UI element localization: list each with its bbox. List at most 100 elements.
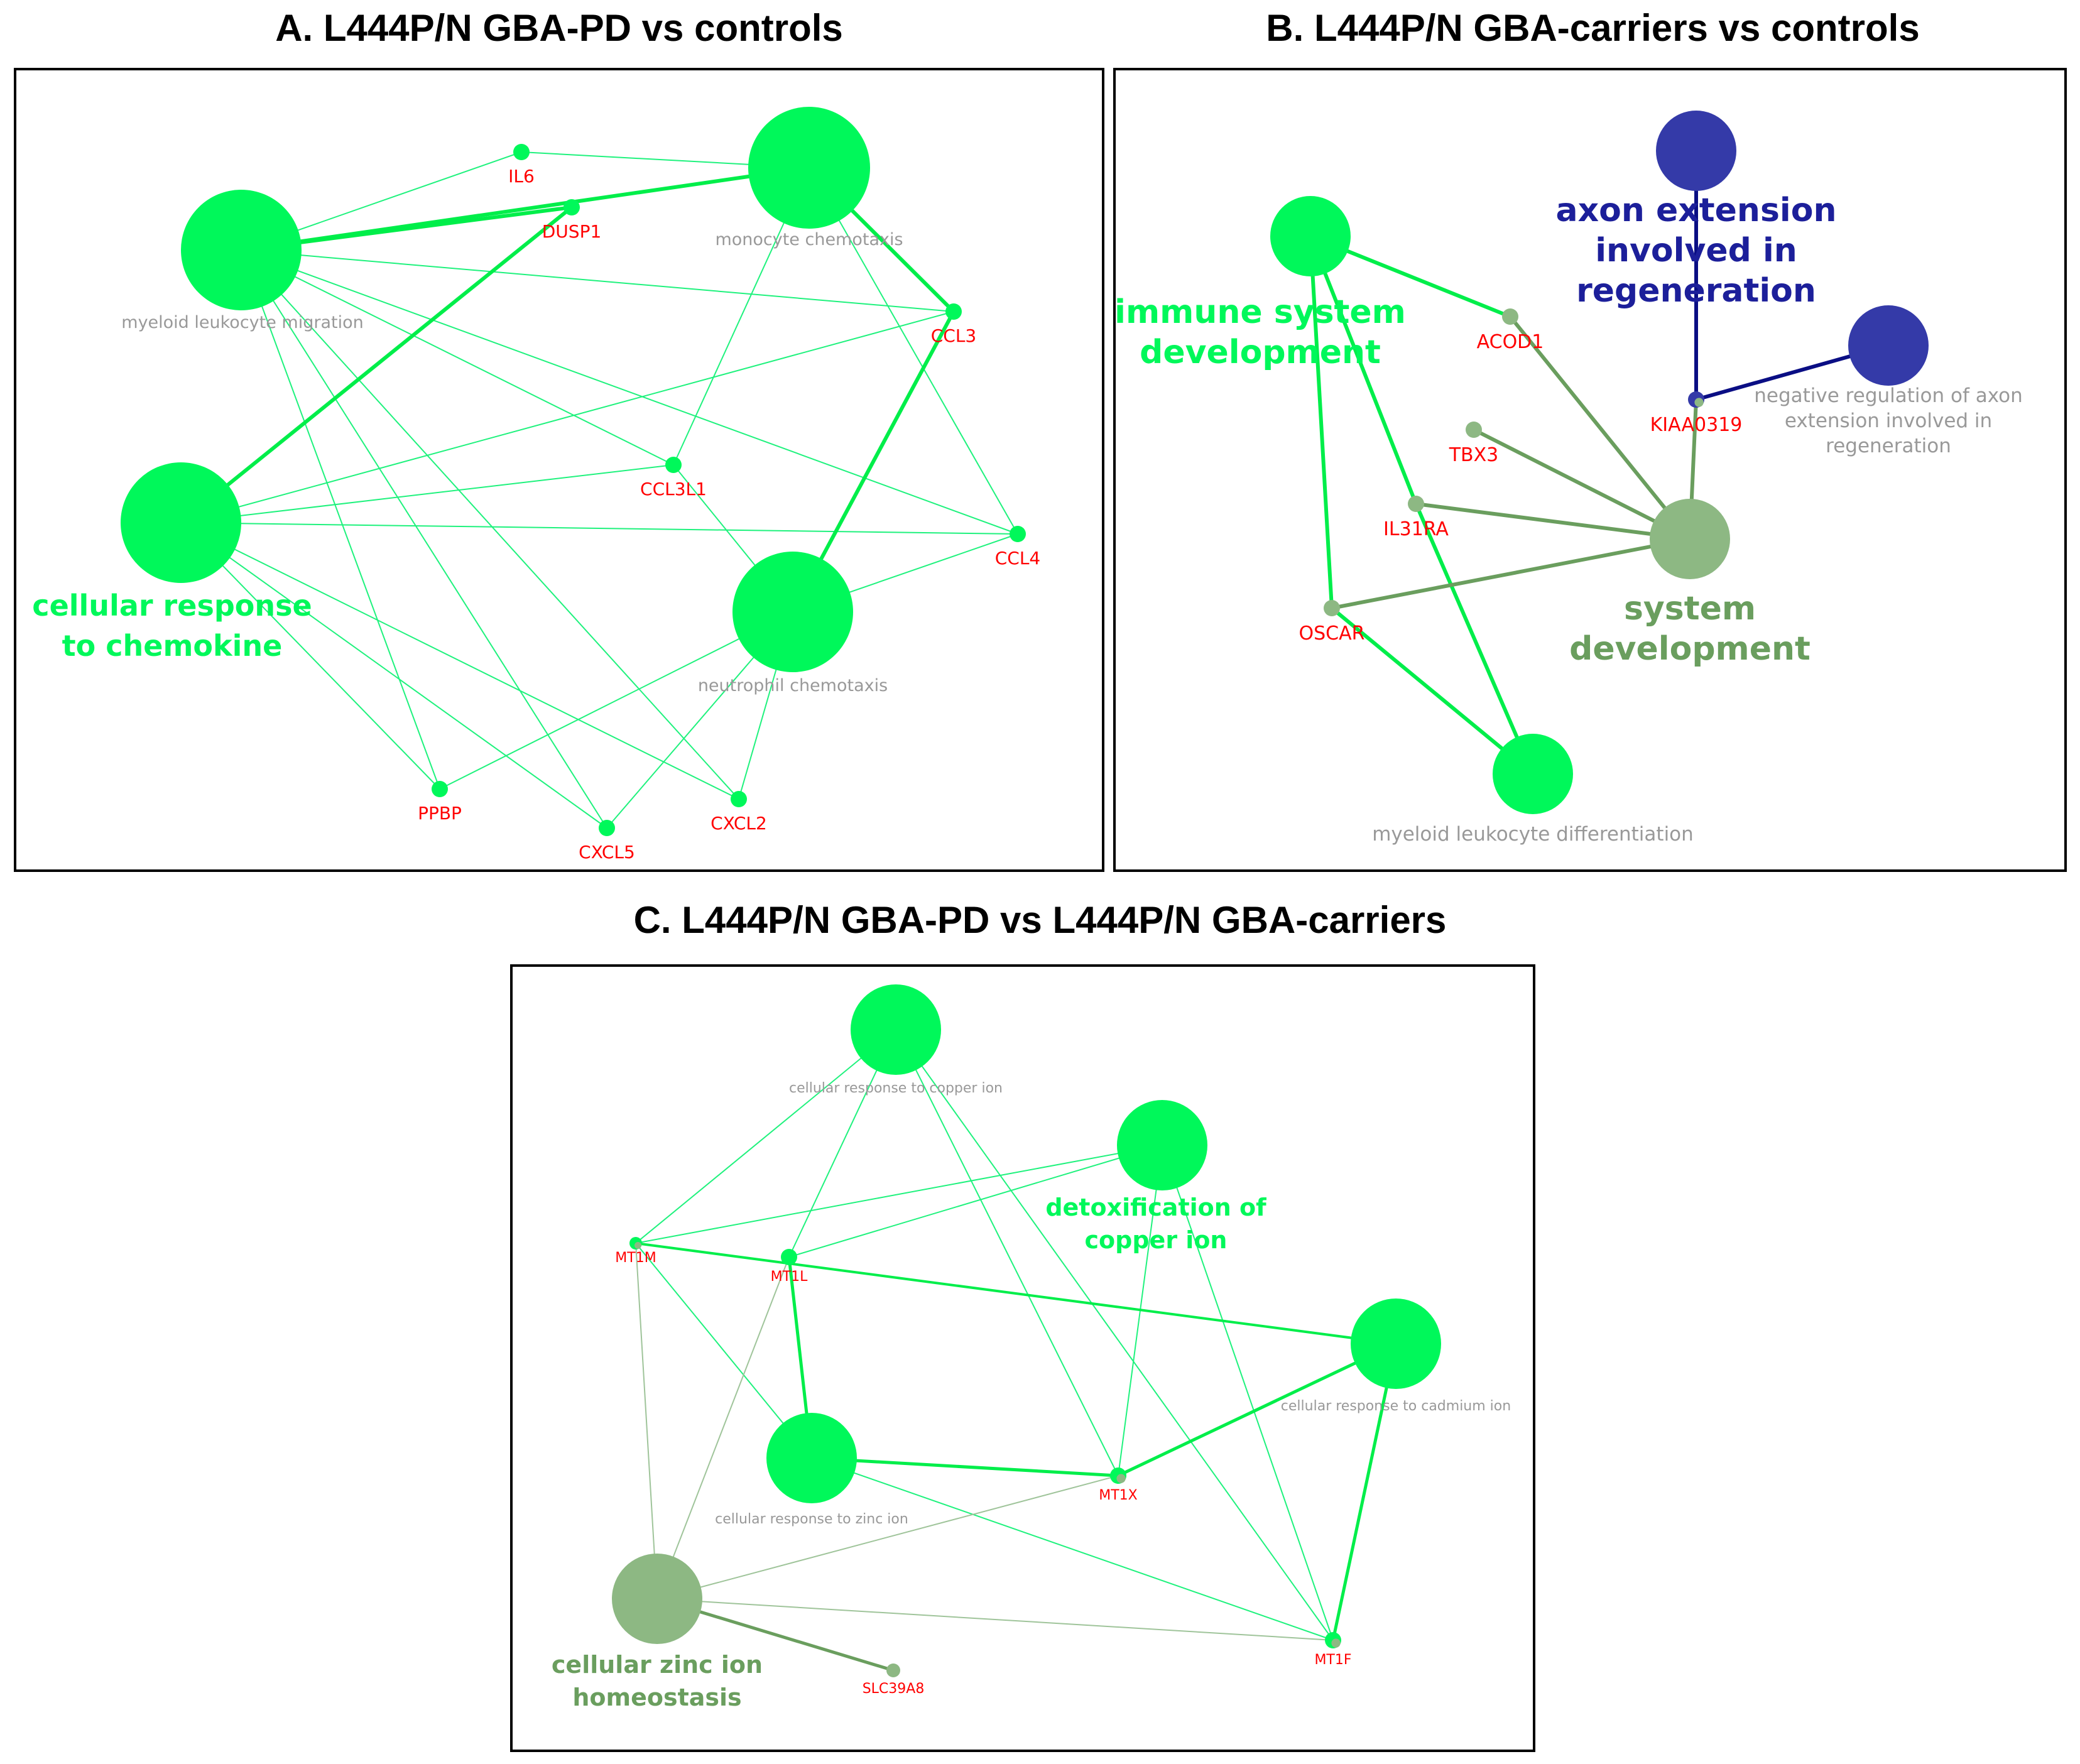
node-mc[interactable] [748,107,870,229]
node-ccl4[interactable] [1010,526,1026,542]
edge-mc-ccl4 [809,167,1018,535]
node-nraer-label-line: regeneration [1826,435,1951,457]
node-nraer-label-line: extension involved in [1785,410,1992,432]
node-slc39a8-circle[interactable] [886,1663,900,1677]
node-czh[interactable] [612,1554,702,1644]
node-kiaa0319[interactable] [1688,391,1704,408]
node-tbx3-label: TBX3 [1449,444,1499,466]
edge-mlm-ccl4 [241,249,1018,535]
node-mt1x-marker [1116,1474,1126,1483]
node-nraer[interactable] [1848,305,1929,386]
node-cxcl5-circle[interactable] [599,820,615,836]
node-dci[interactable] [1117,1100,1207,1190]
edge-mlm-ccl3 [241,249,954,312]
node-mt1f[interactable] [1325,1632,1341,1648]
node-mlm-circle[interactable] [181,190,302,310]
node-tbx3-circle[interactable] [1466,422,1482,438]
node-ccl3l1[interactable] [665,457,682,473]
node-sd-label-line: system [1624,590,1756,628]
node-dusp1[interactable] [564,199,580,215]
node-mt1l[interactable] [781,1249,797,1265]
edge-crz-mt1f [811,1457,1334,1641]
edge-dci-mt1f [1162,1145,1334,1641]
edge-crcu-mt1x [895,1029,1119,1476]
node-il31ra-circle[interactable] [1408,496,1424,512]
node-mt1m[interactable] [629,1237,642,1250]
node-ccl4-circle[interactable] [1010,526,1026,542]
node-mld-circle[interactable] [1493,734,1573,814]
edge-oscar-mld [1330,606,1535,776]
node-ccl3l1-circle[interactable] [665,457,682,473]
panel-a-network: myeloid leukocyte migration monocyte chem… [14,68,1104,872]
labels-group: myeloid leukocyte migration monocyte chem… [32,166,1040,863]
node-aer-label-line: axon extension [1556,192,1837,229]
node-oscar[interactable] [1324,600,1340,616]
node-mld[interactable] [1493,734,1573,814]
node-oscar-circle[interactable] [1324,600,1340,616]
node-mlm-label: myeloid leukocyte migration [121,313,363,332]
panel-a-title: A. L444P/N GBA-PD vs controls [275,7,843,49]
node-mld-label: myeloid leukocyte differentiation [1372,823,1694,846]
node-acod1[interactable] [1502,308,1518,325]
node-crcd[interactable] [1351,1298,1441,1389]
node-nc-circle[interactable] [732,552,853,672]
node-mc-label: monocyte chemotaxis [715,230,903,249]
edge-crc-ccl4 [180,522,1018,535]
node-sd-circle[interactable] [1650,499,1730,579]
node-dusp1-label: DUSP1 [542,221,602,242]
node-dci-circle[interactable] [1117,1100,1207,1190]
node-cxcl2-circle[interactable] [731,791,747,807]
node-mt1f-label: MT1F [1314,1652,1351,1668]
node-cxcl2[interactable] [731,791,747,807]
edge-mlm-cxcl5 [241,249,607,829]
node-il6[interactable] [513,144,530,160]
node-crc-label-line: to chemokine [62,629,283,663]
node-aer[interactable] [1656,111,1736,191]
node-crcu-circle[interactable] [851,984,941,1075]
node-ccl3[interactable] [945,303,962,320]
node-crc-circle[interactable] [121,462,241,583]
node-aer-circle[interactable] [1656,111,1736,191]
node-isd[interactable] [1270,196,1351,276]
node-dci-label-line: detoxification of [1045,1194,1266,1221]
edge-crc-cxcl5 [180,522,607,829]
node-mt1x[interactable] [1110,1467,1126,1484]
node-sd-label-line: development [1569,630,1810,668]
node-nc[interactable] [732,552,853,672]
node-ccl3-circle[interactable] [945,303,962,320]
node-il31ra[interactable] [1408,496,1424,512]
node-aer-label-line: involved in [1595,232,1797,270]
edge-crc-ppbp [180,522,440,790]
panel-c-title: C. L444P/N GBA-PD vs L444P/N GBA-carrier… [633,899,1447,941]
node-czh-circle[interactable] [612,1554,702,1644]
node-il6-circle[interactable] [513,144,530,160]
node-crz-circle[interactable] [766,1413,857,1503]
node-tbx3[interactable] [1466,422,1482,438]
node-ppbp[interactable] [432,781,448,797]
node-acod1-circle[interactable] [1502,308,1518,325]
edge-czh-mt1l [656,1256,790,1599]
node-acod1-label: ACOD1 [1477,331,1544,353]
node-mlm[interactable] [181,190,302,310]
node-dusp1-circle[interactable] [564,199,580,215]
node-sd[interactable] [1650,499,1730,579]
node-ppbp-circle[interactable] [432,781,448,797]
edges-group [634,1029,1398,1672]
node-nraer-circle[interactable] [1848,305,1929,386]
node-isd-circle[interactable] [1270,196,1351,276]
node-crc[interactable] [121,462,241,583]
node-crcd-circle[interactable] [1351,1298,1441,1389]
node-crcu[interactable] [851,984,941,1075]
edge-dci-mt1l [788,1145,1163,1258]
node-slc39a8[interactable] [886,1663,900,1677]
edge-mlm-ccl3l1 [241,249,674,466]
node-cxcl5[interactable] [599,820,615,836]
edge-crcu-mt1f [895,1029,1334,1641]
node-mt1l-circle[interactable] [781,1249,797,1265]
node-crz[interactable] [766,1413,857,1503]
node-mc-circle[interactable] [748,107,870,229]
